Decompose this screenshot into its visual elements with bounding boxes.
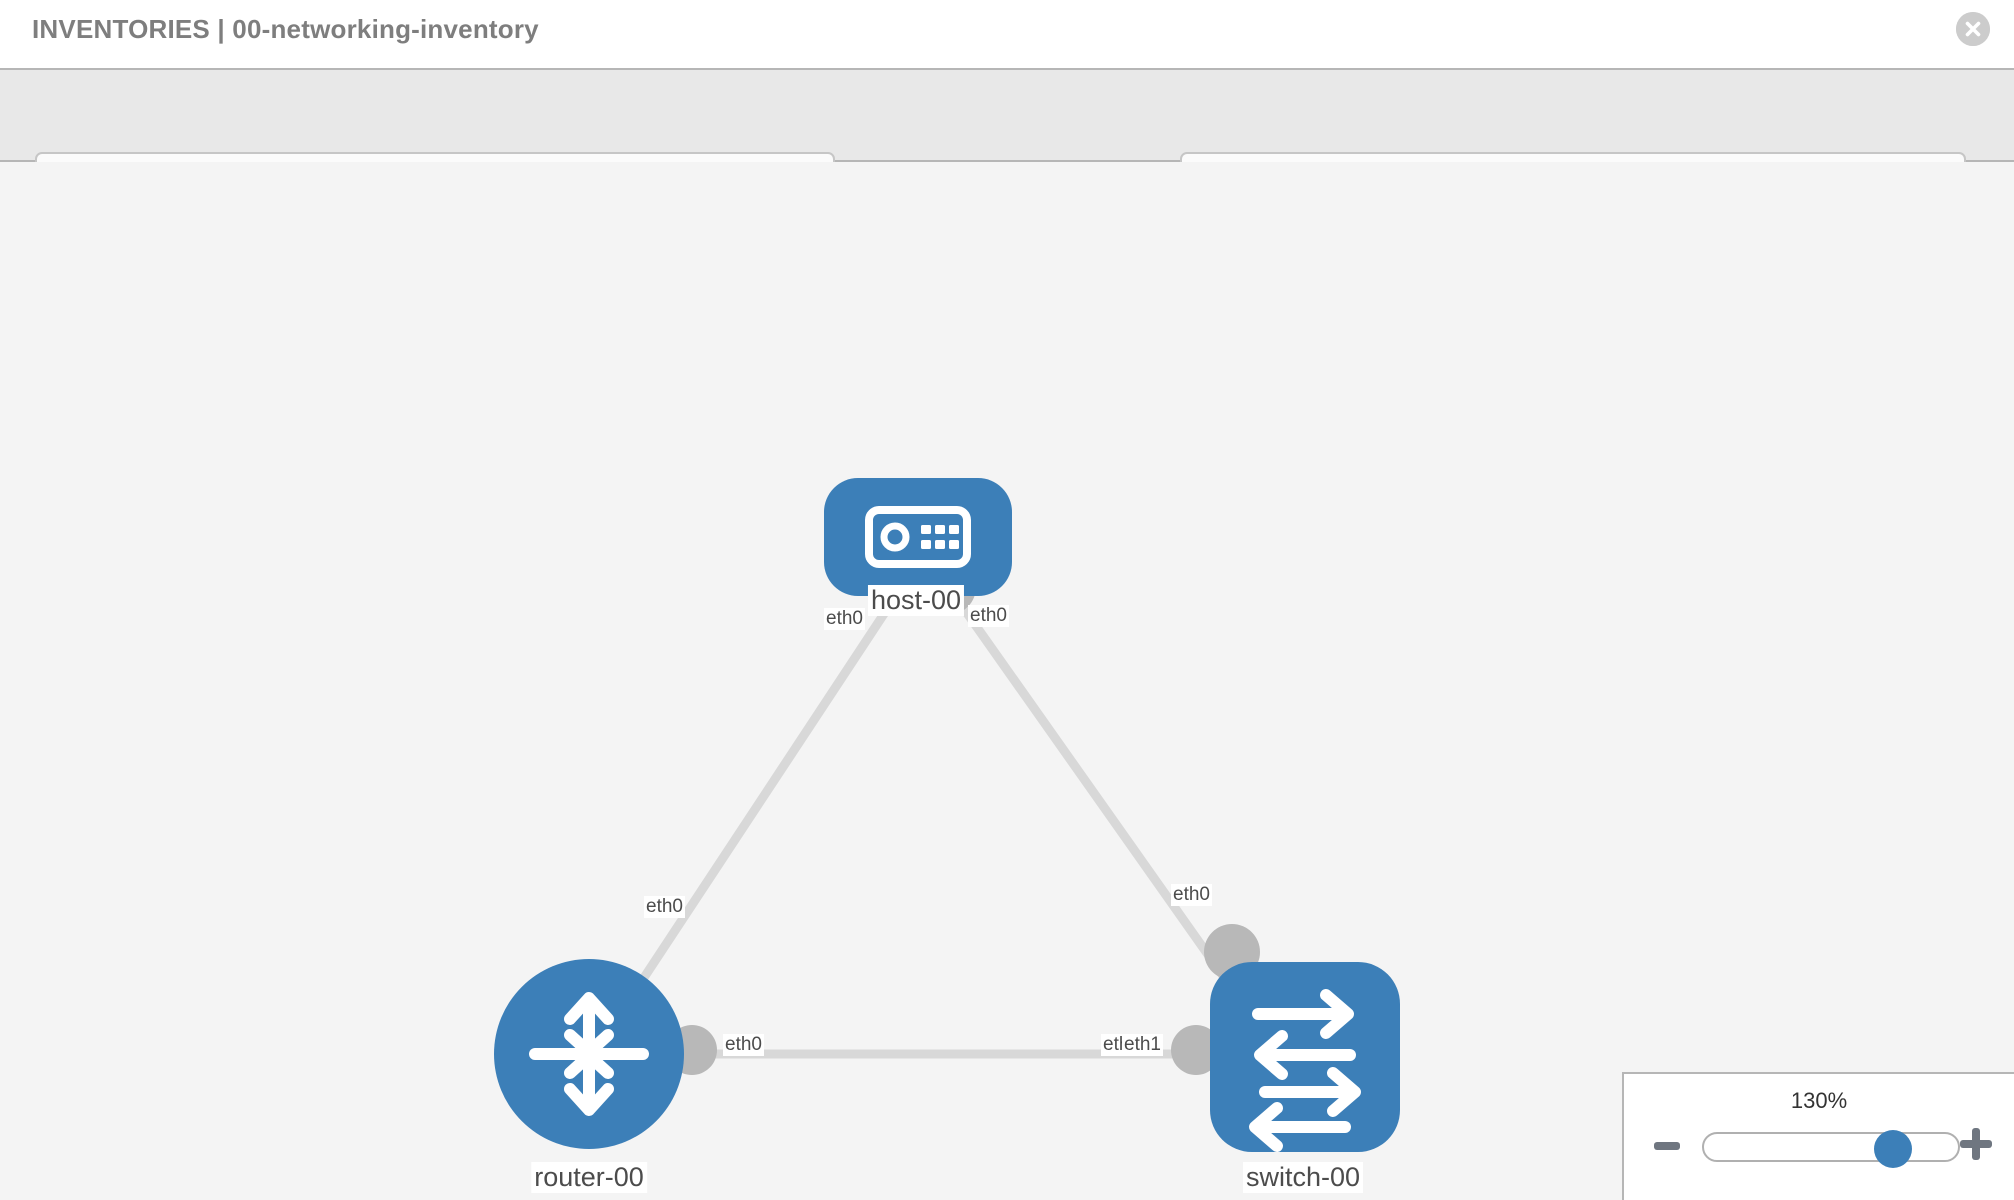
page-title: INVENTORIES | 00-networking-inventory	[32, 14, 539, 44]
switch-arrows-icon	[1249, 989, 1361, 1152]
server-icon	[865, 506, 971, 568]
toolbar: ACTIONS SEARCH	[0, 68, 2014, 210]
close-icon[interactable]	[1956, 12, 1990, 46]
topology-canvas[interactable]: host-00 router-00 switch-00 eth0 eth0 et…	[0, 162, 2014, 1200]
zoom-control-panel: 130%	[1622, 1072, 2014, 1200]
node-label-host-00: host-00	[867, 585, 965, 616]
iface-label-switch-left-b: eth1	[1122, 1034, 1163, 1056]
iface-label-router-up: eth0	[644, 896, 685, 918]
zoom-level-value: 130%	[1790, 1088, 1848, 1113]
node-router-00[interactable]	[494, 959, 684, 1149]
zoom-slider-row	[1624, 1128, 2014, 1174]
topology-graph	[494, 478, 1400, 1152]
node-host-00[interactable]	[824, 478, 1012, 596]
router-arrows-icon	[529, 992, 649, 1116]
minus-icon[interactable]	[1654, 1142, 1680, 1150]
page-header: INVENTORIES | 00-networking-inventory	[0, 0, 2014, 68]
iface-label-router-right: eth0	[723, 1034, 764, 1056]
node-switch-00[interactable]	[1210, 962, 1400, 1152]
iface-label-host-left: eth0	[824, 608, 865, 630]
connector-switch-left	[1171, 1025, 1221, 1075]
zoom-slider-thumb[interactable]	[1874, 1130, 1912, 1168]
edge-host-switch	[941, 579, 1244, 1003]
node-label-switch-00: switch-00	[1242, 1162, 1364, 1193]
plus-icon[interactable]	[1960, 1128, 1992, 1160]
node-label-router-00: router-00	[531, 1162, 647, 1193]
iface-label-host-right: eth0	[968, 605, 1009, 627]
zoom-slider-track[interactable]	[1702, 1130, 1960, 1168]
iface-label-switch-up: eth0	[1171, 884, 1212, 906]
edge-host-router	[616, 579, 909, 1017]
